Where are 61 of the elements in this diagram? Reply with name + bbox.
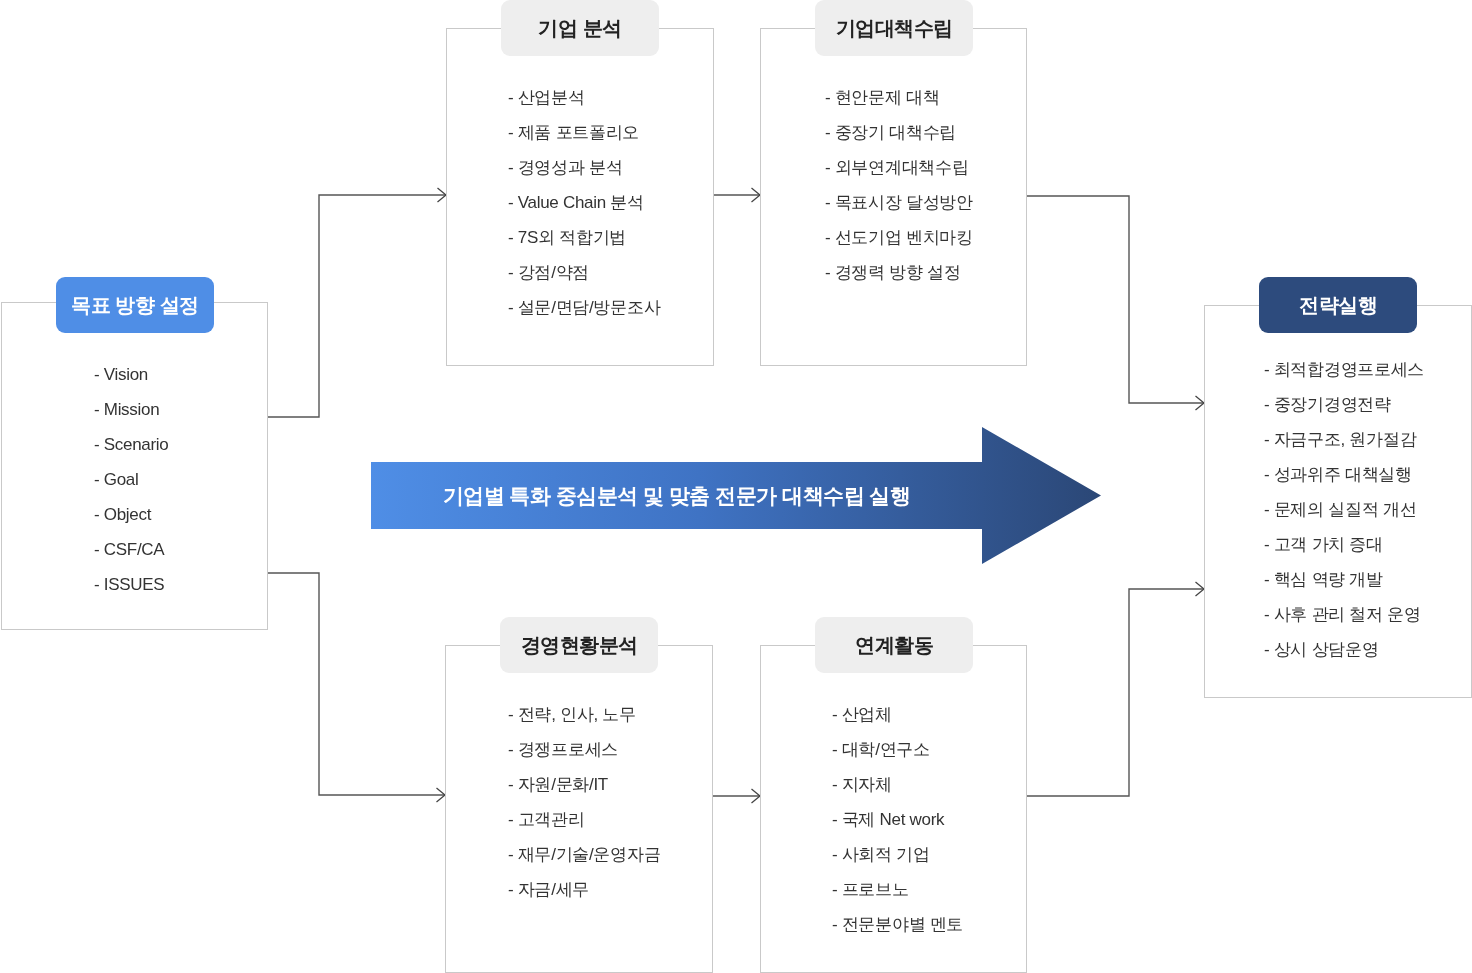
- list-item: - 목표시장 달성방안: [825, 192, 973, 214]
- list-item: - Mission: [94, 399, 160, 421]
- list-item: - Goal: [94, 469, 139, 491]
- list-item: - 전문분야별 멘토: [832, 914, 964, 936]
- list-item: - Scenario: [94, 434, 169, 456]
- list-item: - 산업체: [832, 704, 892, 726]
- list-item: - 고객 가치 증대: [1264, 534, 1383, 556]
- list-item: - 재무/기술/운영자금: [508, 844, 661, 866]
- list-item: - 설문/면담/방문조사: [508, 297, 661, 319]
- heading-tab: 기업 분석: [501, 0, 659, 56]
- list-item: - 자원/문화/IT: [508, 774, 608, 796]
- connector-arrow: [267, 572, 446, 803]
- list-panel: [445, 617, 713, 973]
- list-item: - 외부연계대책수립: [825, 157, 969, 179]
- list-item: - 사후 관리 철저 운영: [1264, 604, 1421, 626]
- list-item: - 중장기경영전략: [1264, 394, 1391, 416]
- list-item: - Value Chain 분석: [508, 192, 644, 214]
- list-item: - 산업분석: [508, 87, 585, 109]
- list-item: - 국제 Net work: [832, 809, 945, 831]
- list-item: - 중장기 대책수립: [825, 122, 957, 144]
- arrow-label: 기업별 특화 중심분석 및 맞춤 전문가 대책수립 실행: [442, 482, 911, 509]
- heading-tab: 연계활동: [815, 617, 973, 673]
- heading-tab: 목표 방향 설정: [56, 277, 214, 333]
- heading-tab: 경영현황분석: [500, 617, 658, 673]
- connector-arrow: [713, 187, 761, 203]
- list-item: - 상시 상담운영: [1264, 639, 1379, 661]
- list-panel: [446, 0, 714, 366]
- list-item: - 사회적 기업: [832, 844, 930, 866]
- list-item: - 지자체: [832, 774, 892, 796]
- connector-arrow: [1026, 581, 1205, 797]
- list-item: - 경쟁프로세스: [508, 739, 618, 761]
- list-item: - Vision: [94, 364, 148, 386]
- list-item: - 핵심 역량 개발: [1264, 569, 1383, 591]
- list-panel: [760, 617, 1027, 973]
- list-item: - CSF/CA: [94, 539, 165, 561]
- list-item: - 자금구조, 원가절감: [1264, 429, 1417, 451]
- list-item: - 최적합경영프로세스: [1264, 359, 1425, 381]
- list-item: - 성과위주 대책실행: [1264, 464, 1412, 486]
- list-panel: [760, 0, 1027, 366]
- list-item: - 강점/약점: [508, 262, 589, 284]
- list-item: - 제품 포트폴리오: [508, 122, 640, 144]
- list-panel: [1, 277, 268, 630]
- list-item: - 경영성과 분석: [508, 157, 623, 179]
- heading-tab: 전략실행: [1259, 277, 1417, 333]
- list-item: - 현안문제 대책: [825, 87, 940, 109]
- list-item: - Object: [94, 504, 152, 526]
- list-item: - 전략, 인사, 노무: [508, 704, 636, 726]
- list-panel: [1204, 277, 1472, 698]
- heading-tab: 기업대책수립: [815, 0, 973, 56]
- list-item: - 대학/연구소: [832, 739, 930, 761]
- list-item: - 프로브노: [832, 879, 909, 901]
- list-item: - 경쟁력 방향 설정: [825, 262, 961, 284]
- list-item: - 선도기업 벤치마킹: [825, 227, 973, 249]
- list-item: - 문제의 실질적 개선: [1264, 499, 1417, 521]
- list-item: - ISSUES: [94, 574, 165, 596]
- list-item: - 고객관리: [508, 809, 585, 831]
- connector-arrow: [267, 187, 447, 418]
- list-item: - 자금/세무: [508, 879, 589, 901]
- connector-arrow: [712, 788, 761, 804]
- connector-arrow: [1026, 195, 1205, 411]
- list-item: - 7S외 적합기법: [508, 227, 626, 249]
